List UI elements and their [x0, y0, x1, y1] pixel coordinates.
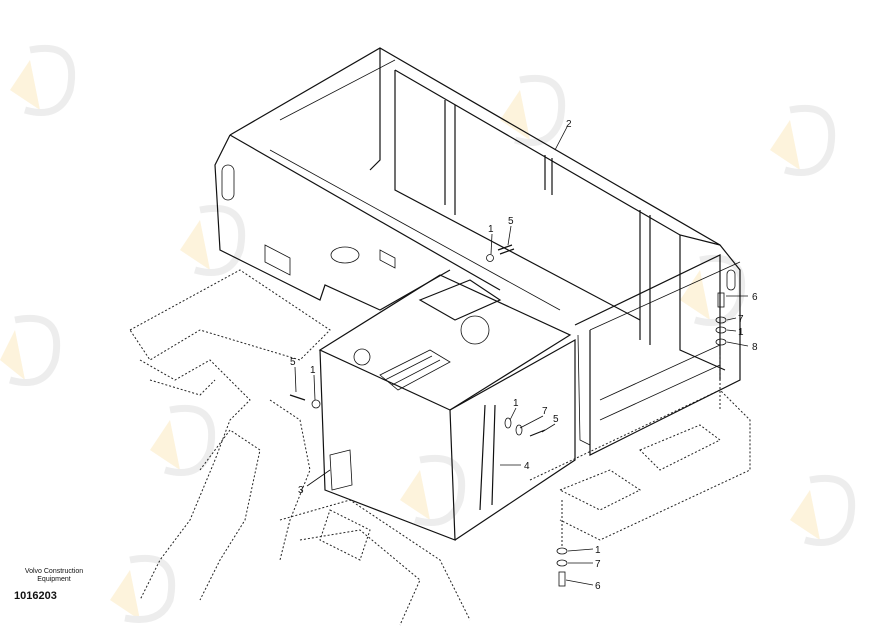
credit-line-2: Equipment [37, 576, 71, 583]
callout-label: 1 [488, 224, 494, 235]
leader-lines [294, 126, 749, 586]
callout-label: 5 [508, 216, 514, 227]
callout-label: 5 [290, 357, 296, 368]
callout-label: 1 [738, 327, 744, 338]
drawing-number: 1016203 [14, 590, 57, 602]
callout-label: 3 [298, 485, 304, 496]
callout-label: 1 [513, 398, 519, 409]
callout-label: 6 [752, 292, 758, 303]
callout-label: 7 [595, 559, 601, 570]
watermark-logo [0, 44, 856, 623]
credit-line-1: Volvo Construction [24, 568, 84, 575]
callout-label: 5 [553, 414, 559, 425]
chassis-outline [129, 269, 751, 626]
callout-label: 2 [566, 119, 572, 130]
callout-label: 8 [752, 342, 758, 353]
callout-label: 6 [595, 581, 601, 592]
hardware [289, 244, 727, 587]
callout-label: 7 [738, 314, 744, 325]
cover-part-3 [318, 274, 591, 541]
callout-label: 1 [310, 365, 316, 376]
frame-part-2 [214, 47, 741, 456]
callout-label: 4 [524, 461, 530, 472]
callout-label: 1 [595, 545, 601, 556]
callout-label: 7 [542, 406, 548, 417]
drawing-credit: Volvo Construction Equipment 1016203 [14, 568, 94, 603]
